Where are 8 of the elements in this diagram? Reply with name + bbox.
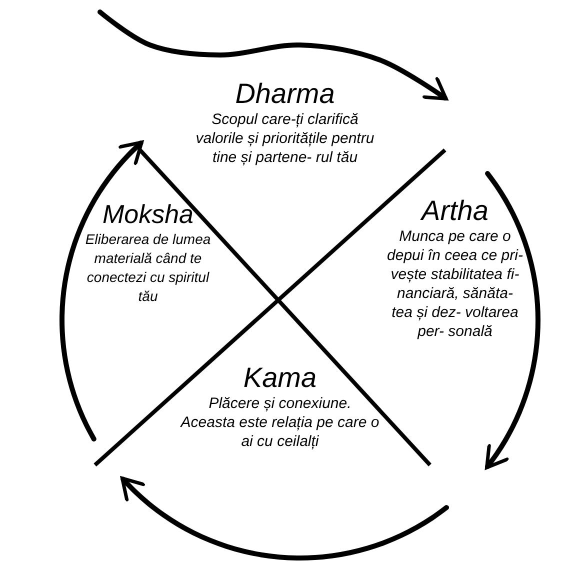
quadrant-title: Artha	[422, 195, 488, 227]
quadrant-description: Munca pe care o depui în ceea ce pri- vește stabilitatea fi- nanciară, sănăta- tea și dez- voltarea per- sonală	[386, 227, 524, 341]
quadrant-title: Dharma	[235, 78, 335, 110]
quadrant-description: Eliberarea de lumea materială când te conectezi cu spiritul tău	[84, 230, 212, 306]
quadrant-description: Scopul care-ți clarifică valorile și prioritățile pentru tine și partene- rul tău	[194, 110, 376, 167]
quadrant-title: Kama	[243, 362, 317, 394]
quadrant-title: Moksha	[102, 198, 194, 230]
quadrant-description: Plăcere și conexiune. Aceasta este relația pe care o ai cu ceilalți	[180, 394, 380, 451]
